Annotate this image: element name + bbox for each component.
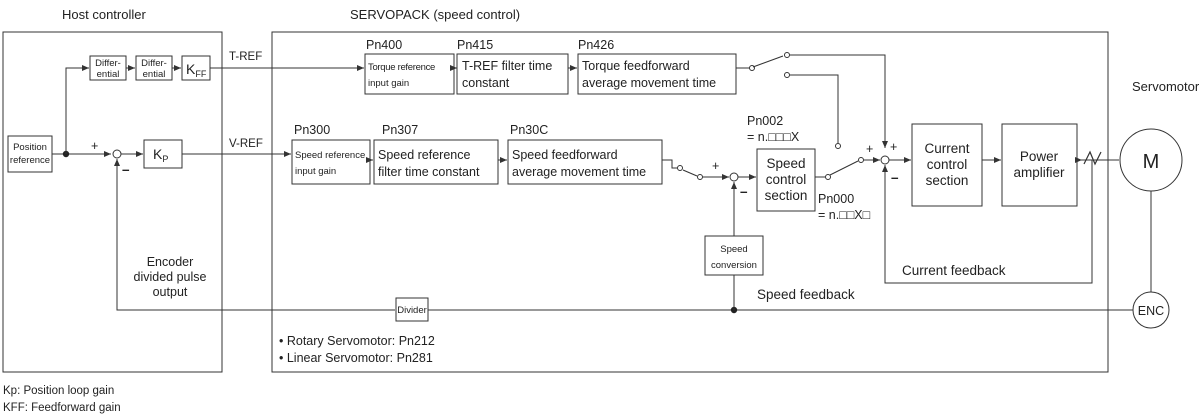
differential-block-2 bbox=[135, 55, 173, 81]
current-control-block bbox=[911, 123, 983, 207]
minus-sign: – bbox=[891, 170, 899, 185]
pn400-label: Pn400 bbox=[366, 38, 402, 52]
pn002-setting: = n.□□□X bbox=[747, 130, 800, 144]
speed-conversion-label: Speed bbox=[720, 244, 747, 255]
plus-sign: + bbox=[91, 139, 98, 153]
differential-label: Differ- bbox=[95, 58, 121, 69]
speed-reference-gain-block bbox=[291, 139, 371, 185]
current-control-label: control bbox=[927, 157, 968, 172]
torque-reference-gain-label: Torque reference bbox=[368, 62, 435, 73]
kp-footnote: Kp: Position loop gain bbox=[3, 385, 114, 397]
current-summing-junction bbox=[880, 155, 890, 165]
speed-conversion-label: conversion bbox=[711, 260, 757, 271]
differential-label: ential bbox=[143, 69, 166, 80]
plus-sign: + bbox=[890, 140, 897, 154]
power-amplifier-block bbox=[1001, 123, 1078, 207]
switch-contact bbox=[825, 174, 831, 180]
switch-contact bbox=[784, 72, 790, 78]
power-amplifier-label: amplifier bbox=[1013, 165, 1065, 180]
feedforward-gain-block bbox=[181, 55, 211, 81]
power-amplifier-label: Power bbox=[1020, 149, 1059, 164]
motor-label: M bbox=[1143, 151, 1160, 173]
position-reference-label: reference bbox=[10, 155, 50, 166]
torque-feedforward-avg-block bbox=[577, 53, 737, 95]
divider-block bbox=[395, 297, 429, 322]
plus-sign: + bbox=[712, 159, 719, 173]
switch-contact bbox=[858, 157, 864, 163]
position-reference-block bbox=[7, 135, 53, 173]
switch-contact bbox=[749, 65, 755, 71]
t-ref-label: T-REF bbox=[229, 51, 262, 63]
current-feedback-label: Current feedback bbox=[902, 263, 1006, 278]
speed-feedforward-avg-label: Speed feedforward bbox=[512, 148, 618, 162]
plus-sign: + bbox=[866, 142, 873, 156]
pn002-switch-arm bbox=[752, 55, 784, 68]
speed-control-label: control bbox=[766, 172, 807, 187]
switch-contact bbox=[835, 143, 841, 149]
pn002-label: Pn002 bbox=[747, 114, 783, 128]
speed-control-block bbox=[756, 148, 816, 212]
speed-reference-filter-label: Speed reference bbox=[378, 148, 470, 162]
torque-reference-gain-block bbox=[364, 53, 455, 95]
linear-note: • Linear Servomotor: Pn281 bbox=[279, 351, 433, 365]
pn000-switch-arm bbox=[829, 160, 859, 176]
speed-reference-gain-label: input gain bbox=[295, 166, 336, 177]
divider-label: Divider bbox=[397, 305, 427, 316]
speed-control-label: Speed bbox=[766, 156, 805, 171]
servomotor-header: Servomotor bbox=[1132, 79, 1200, 94]
minus-sign: – bbox=[122, 162, 130, 177]
speed-reference-gain-label: Speed reference bbox=[295, 150, 365, 161]
pn000-setting: = n.□□X□ bbox=[818, 208, 871, 222]
position-reference-label: Position bbox=[13, 142, 47, 153]
servopack-header: SERVOPACK (speed control) bbox=[350, 7, 520, 22]
speed-summing-junction bbox=[729, 172, 739, 182]
rotary-note: • Rotary Servomotor: Pn212 bbox=[279, 334, 435, 348]
t-ref-filter-label: T-REF filter time bbox=[462, 59, 552, 73]
encoder-output-label: Encoder bbox=[147, 255, 194, 269]
speed-feedforward-avg-label: average movement time bbox=[512, 165, 646, 179]
pn426-label: Pn426 bbox=[578, 38, 614, 52]
host-controller-frame bbox=[2, 31, 223, 373]
t-ref-filter-label: constant bbox=[462, 76, 510, 90]
kff-footnote: KFF: Feedforward gain bbox=[3, 402, 121, 414]
encoder-output-label: divided pulse bbox=[134, 270, 207, 284]
switch-contact bbox=[677, 165, 683, 171]
pn300-label: Pn300 bbox=[294, 123, 330, 137]
pn415-label: Pn415 bbox=[457, 38, 493, 52]
torque-feedforward-avg-label: average movement time bbox=[582, 76, 716, 90]
position-summing-junction bbox=[112, 149, 122, 159]
differential-label: Differ- bbox=[141, 58, 167, 69]
pn307-label: Pn307 bbox=[382, 123, 418, 137]
differential-label: ential bbox=[97, 69, 120, 80]
speed-reference-filter-block bbox=[373, 139, 499, 185]
switch-contact bbox=[697, 174, 703, 180]
switch-contact bbox=[784, 52, 790, 58]
current-sensor-symbol bbox=[1083, 150, 1102, 166]
pn30c-label: Pn30C bbox=[510, 123, 548, 137]
torque-reference-gain-label: input gain bbox=[368, 78, 409, 89]
speed-control-label: section bbox=[765, 188, 808, 203]
position-gain-block bbox=[143, 139, 183, 169]
host-controller-header: Host controller bbox=[62, 7, 146, 22]
encoder-label: ENC bbox=[1138, 304, 1164, 318]
v-ref-label: V-REF bbox=[229, 138, 263, 150]
torque-feedforward-avg-label: Torque feedforward bbox=[582, 59, 690, 73]
differential-block-1 bbox=[89, 55, 127, 81]
kff-label: KFF bbox=[186, 61, 207, 79]
speed-reference-filter-label: filter time constant bbox=[378, 165, 480, 179]
kp-label: KP bbox=[153, 146, 168, 164]
minus-sign: – bbox=[740, 184, 748, 199]
current-control-label: Current bbox=[924, 141, 969, 156]
t-ref-filter-block bbox=[456, 53, 569, 95]
servopack-frame bbox=[271, 31, 1109, 373]
current-control-label: section bbox=[926, 173, 969, 188]
pn000-label: Pn000 bbox=[818, 192, 854, 206]
encoder-output-label: output bbox=[153, 285, 188, 299]
speed-feedforward-avg-block bbox=[507, 139, 663, 185]
speed-feedback-label: Speed feedback bbox=[757, 287, 855, 302]
